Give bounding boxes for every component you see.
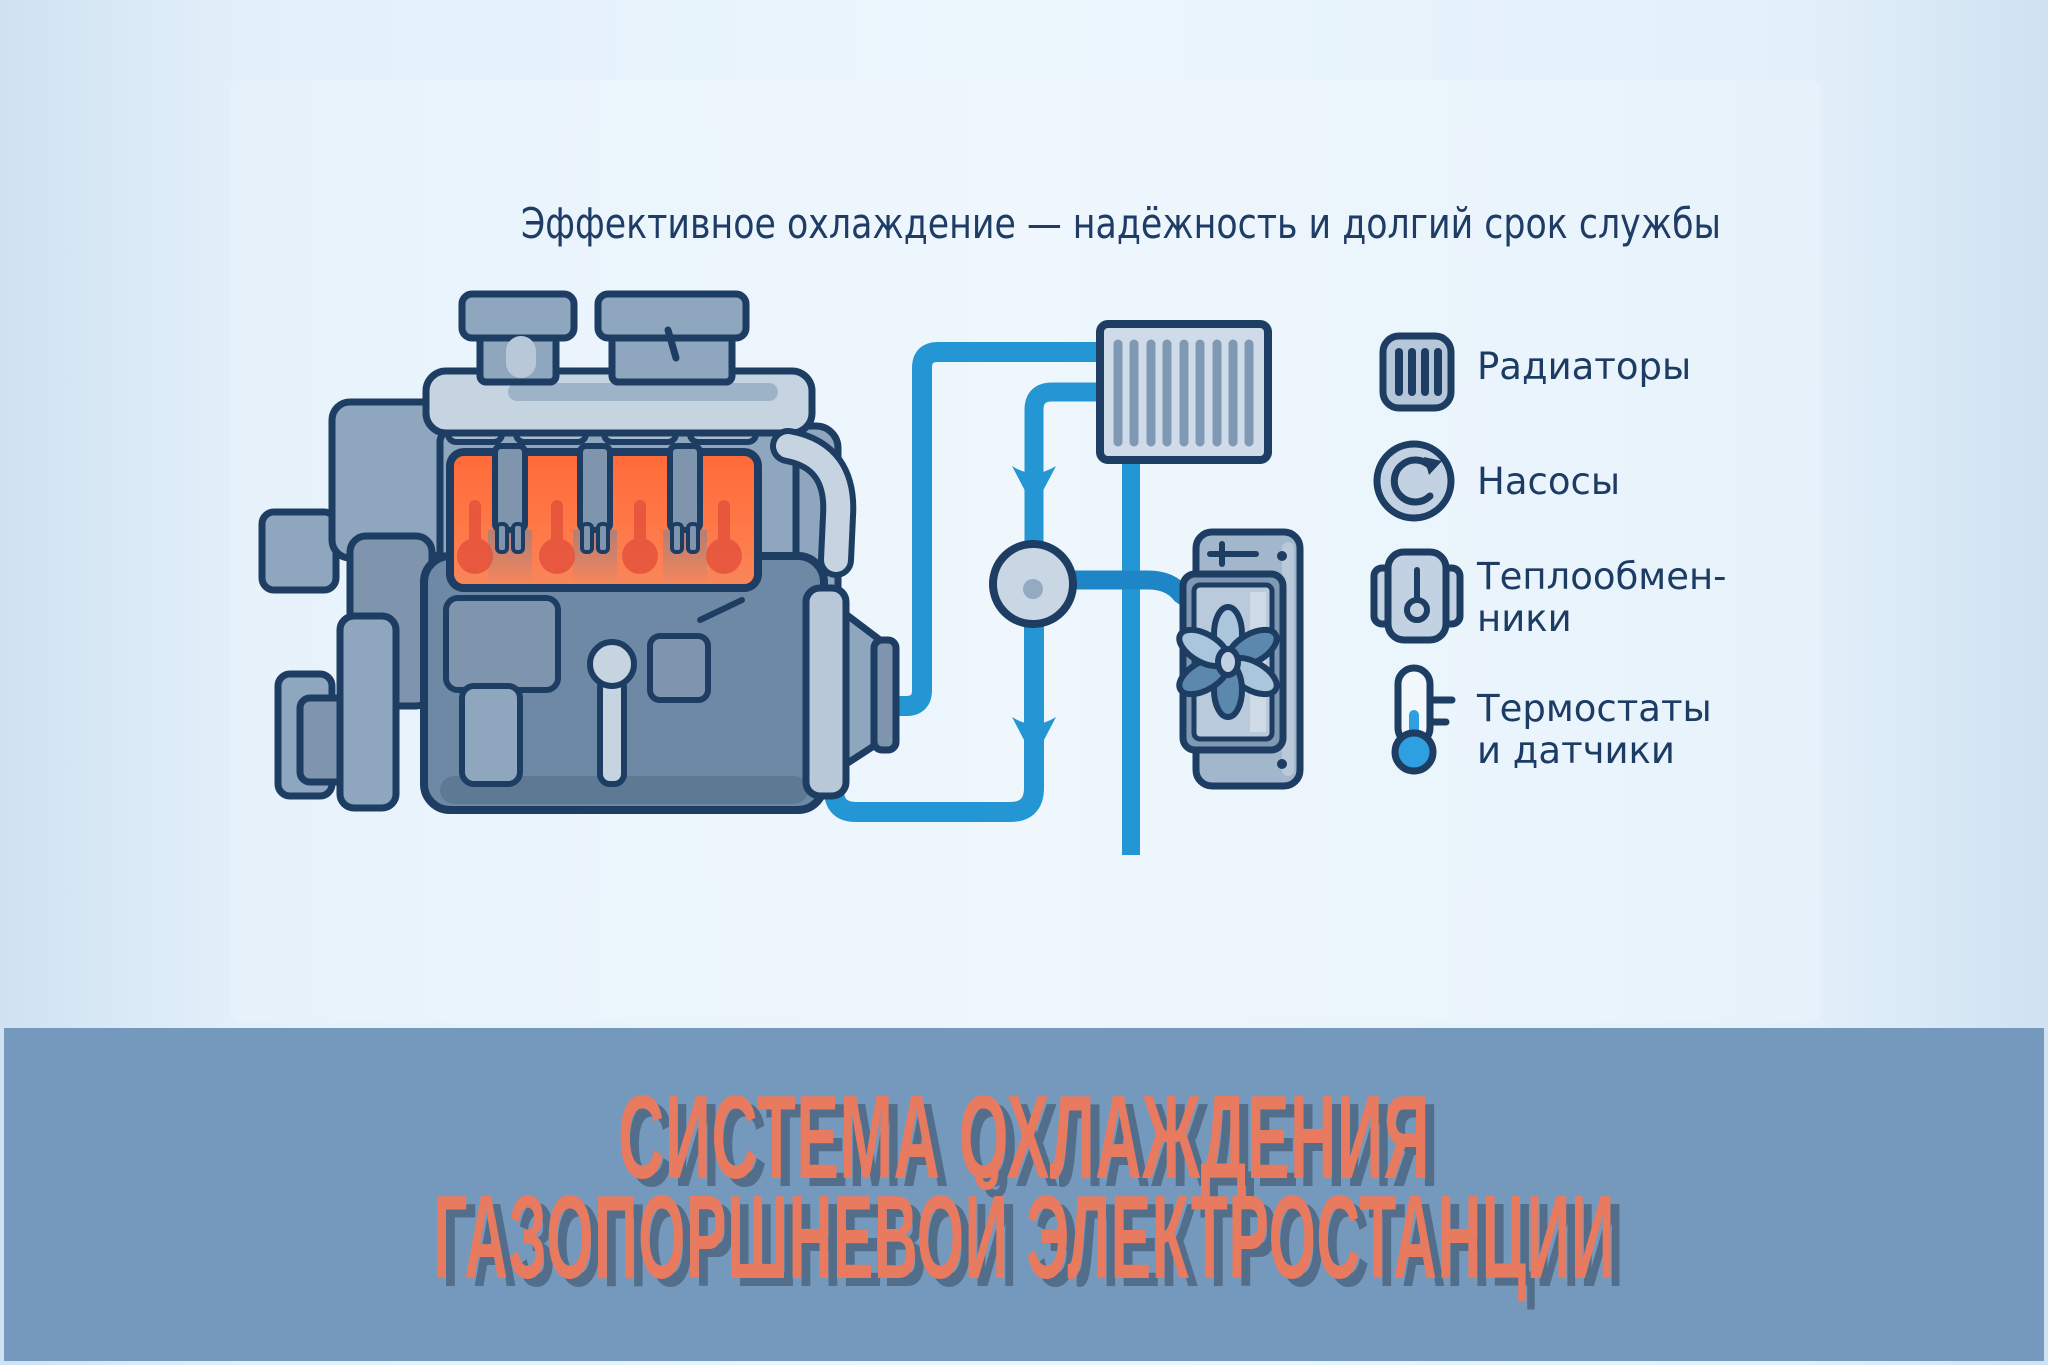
engine-lower-block: [420, 552, 828, 814]
footer-title-line2-shadow: ГАЗОПОРШНЕВОЙ ЭЛЕКТРОСТАНЦИИ: [442, 1178, 1624, 1312]
footer-banner-background: [4, 1028, 2044, 1361]
fan-unit-symbol: [1176, 528, 1304, 790]
piston-rod-icon: [597, 675, 627, 787]
radiator-to-pump-pipe: [1024, 382, 1102, 560]
intake-stack: [458, 290, 578, 386]
legend-label: Термостаты: [1476, 687, 1712, 730]
thermometer-icon: [1391, 664, 1456, 775]
headline: Эффективное охлаждение — надёжность и до…: [521, 199, 1721, 248]
pump-rotation-icon: [1373, 440, 1455, 522]
pump-symbol: [989, 540, 1077, 628]
radiator-fins: [1113, 339, 1254, 447]
legend: Радиаторы Насосы Теплообмен- ники: [1370, 332, 1727, 775]
footer-title-line1: СИСТЕМА ОХЛАЖДЕНИЯ: [618, 1071, 1430, 1204]
radiator-symbol: [1096, 320, 1272, 464]
intake-stack: [594, 290, 750, 386]
legend-label: ники: [1477, 597, 1572, 640]
footer-title-line2: ГАЗОПОРШНЕВОЙ ЭЛЕКТРОСТАНЦИИ: [433, 1170, 1615, 1304]
flow-arrow-down-icon: [1012, 717, 1056, 759]
flow-arrow-down-icon: [1012, 466, 1056, 508]
footer-title-line1-shadow: СИСТЕМА ОХЛАЖДЕНИЯ: [627, 1079, 1439, 1212]
cylinder-dividers: [488, 443, 707, 586]
engine-illustration: [258, 290, 900, 814]
legend-label: Насосы: [1477, 460, 1620, 503]
coolant-pipe-hot-out: [872, 342, 1102, 716]
legend-label: и датчики: [1477, 729, 1675, 772]
heat-exchanger-icon: [1370, 548, 1464, 644]
legend-item-radiators: Радиаторы: [1379, 332, 1691, 412]
heat-thermometer-glyphs: [457, 500, 742, 574]
hot-cylinder-block: [446, 443, 762, 592]
fan-blades-icon: [1176, 604, 1280, 720]
radiator-icon: [1379, 332, 1455, 412]
legend-label: Радиаторы: [1477, 345, 1691, 388]
legend-label: Теплообмен-: [1476, 555, 1727, 598]
footer-banner: СИСТЕМА ОХЛАЖДЕНИЯ СИСТЕМА ОХЛАЖДЕНИЯ ГА…: [4, 1028, 2044, 1361]
legend-item-heat-exchangers: Теплообмен- ники: [1370, 548, 1727, 644]
legend-item-thermostats: Термостаты и датчики: [1391, 664, 1712, 775]
legend-item-pumps: Насосы: [1373, 440, 1620, 522]
